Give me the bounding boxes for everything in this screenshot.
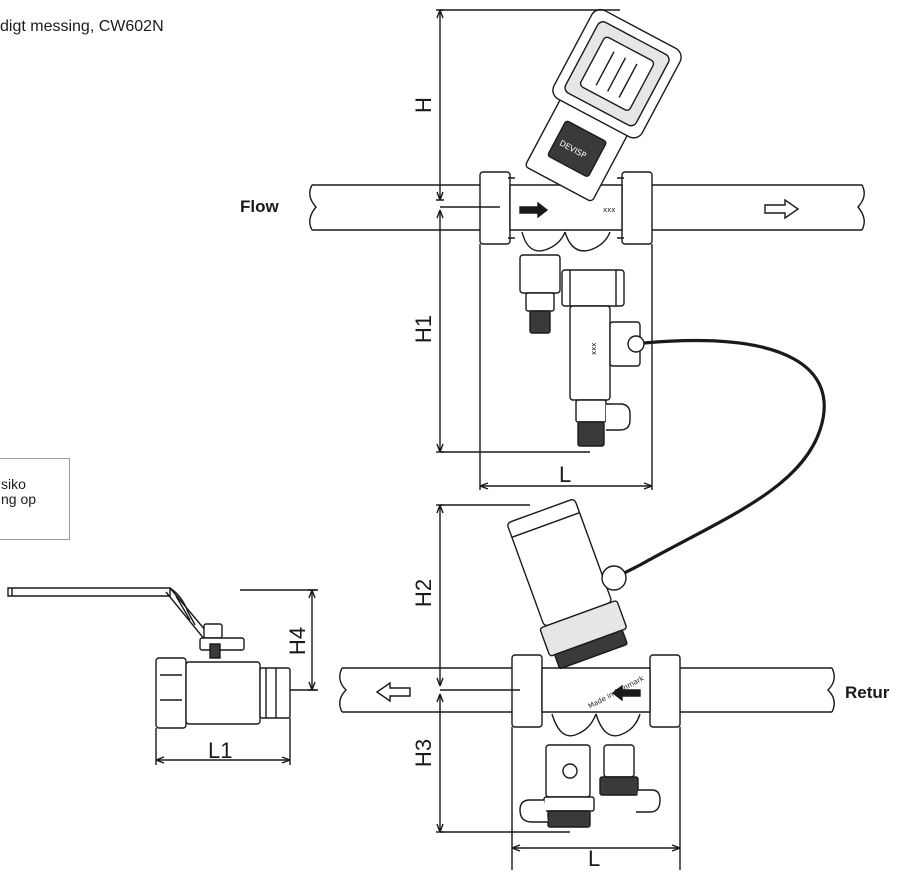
retur-label: Retur bbox=[845, 683, 890, 702]
flow-direction-arrow bbox=[764, 198, 800, 220]
retur-valve-lower bbox=[519, 713, 661, 828]
retur-valve-body: Made in Denmark bbox=[511, 654, 681, 728]
svg-text:xxx: xxx bbox=[603, 206, 615, 214]
retur-tube-connector bbox=[601, 565, 627, 591]
dimension-h1 bbox=[436, 206, 590, 453]
svg-text:xxx: xxx bbox=[590, 343, 598, 355]
flow-actuator: DEVISP bbox=[525, 8, 682, 202]
dimension-label-l1: L1 bbox=[208, 738, 233, 763]
dimension-label-l-bottom: L bbox=[588, 846, 601, 871]
dimension-h2 bbox=[436, 504, 530, 687]
dimension-h3 bbox=[436, 689, 570, 833]
flow-pipe-right bbox=[650, 184, 865, 231]
note-line-1: siko bbox=[1, 476, 26, 492]
dimension-h4 bbox=[240, 589, 318, 691]
retur-actuator bbox=[507, 499, 628, 669]
dimension-l1 bbox=[155, 718, 291, 765]
dimension-label-h2: H2 bbox=[411, 578, 437, 608]
dimension-label-h: H bbox=[410, 97, 436, 113]
flow-valve-lower: xxx bbox=[519, 231, 645, 447]
dimension-l-top bbox=[479, 244, 653, 490]
dimension-label-h1: H1 bbox=[411, 314, 437, 344]
ball-valve bbox=[7, 587, 291, 729]
dimension-label-h3: H3 bbox=[411, 738, 437, 768]
retur-pipe-left bbox=[339, 667, 512, 713]
dimension-l-bottom bbox=[511, 727, 681, 870]
note-box: siko ng op bbox=[0, 458, 70, 540]
flow-label: Flow bbox=[240, 197, 279, 216]
dimension-label-h4: H4 bbox=[285, 626, 311, 656]
impulse-tube bbox=[599, 338, 826, 587]
dimension-h bbox=[436, 9, 620, 201]
retur-pipe-right bbox=[680, 667, 835, 713]
note-line-2: ng op bbox=[1, 491, 37, 507]
flow-pipe-left bbox=[309, 184, 480, 231]
retur-direction-arrow bbox=[375, 681, 411, 703]
dimension-label-l-top: L bbox=[559, 462, 572, 487]
header-text: digt messing, CW602N bbox=[0, 18, 164, 35]
